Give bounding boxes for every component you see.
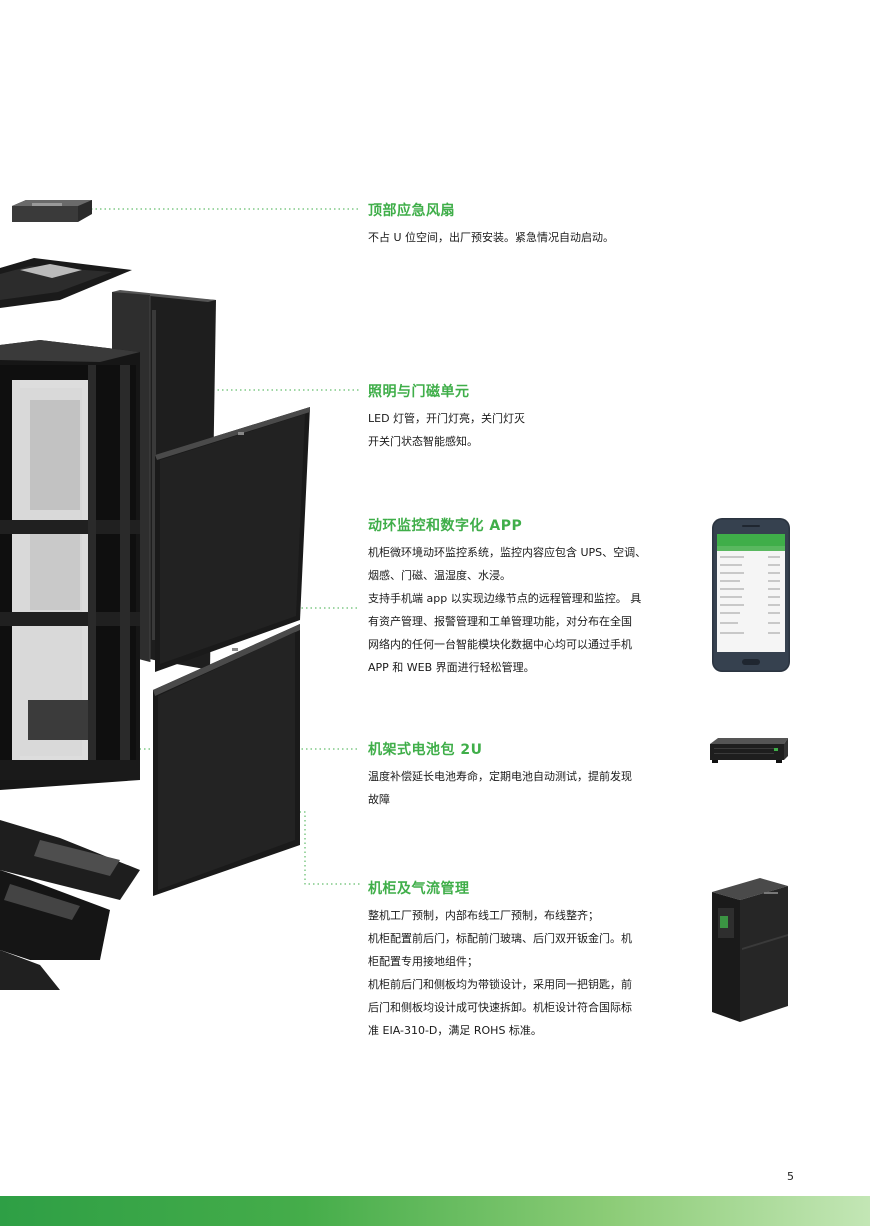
rack-battery-image [710, 738, 788, 763]
page-number: 5 [787, 1170, 794, 1183]
top-fan-unit [12, 200, 92, 222]
feature-title: 机柜及气流管理 [368, 881, 470, 897]
feature-line: APP 和 WEB 界面进行轻松管理。 [368, 661, 535, 674]
feature-lighting: 照明与门磁单元 LED 灯管，开门灯亮，关门灯灭 开关门状态智能感知。 [368, 381, 668, 453]
feature-title: 照明与门磁单元 [368, 384, 470, 400]
feature-line: 机柜微环境动环监控系统，监控内容应包含 UPS、空调、 [368, 546, 647, 559]
feature-line: 后门和侧板均设计成可快速拆卸。机柜设计符合国际标 [368, 1001, 632, 1014]
cabinet-product-image [712, 878, 788, 1022]
footer-gradient-bar [0, 1196, 870, 1226]
feature-line: LED 灯管，开门灯亮，关门灯灭 [368, 412, 526, 425]
feature-line: 准 EIA-310-D，满足 ROHS 标准。 [368, 1024, 542, 1037]
feature-title: 机架式电池包 2U [368, 742, 483, 758]
feature-line: 有资产管理、报警管理和工单管理功能，对分布在全国 [368, 615, 632, 628]
feature-line: 机柜前后门和侧板均为带锁设计，采用同一把钥匙，前 [368, 978, 632, 991]
side-panel-lower [153, 624, 300, 896]
feature-title: 动环监控和数字化 APP [368, 518, 523, 534]
smartphone-app-image [712, 518, 790, 672]
floor-panels [0, 820, 140, 990]
feature-battery: 机架式电池包 2U 温度补偿延长电池寿命，定期电池自动测试，提前发现 故障 [368, 739, 668, 811]
roof-panel [0, 258, 132, 308]
feature-line: 不占 U 位空间，出厂预安装。紧急情况自动启动。 [368, 231, 615, 244]
feature-line: 柜配置专用接地组件； [368, 955, 478, 968]
feature-line: 机柜配置前后门，标配前门玻璃、后门双开钣金门。机 [368, 932, 632, 945]
feature-line: 网络内的任何一台智能模块化数据中心均可以通过手机 [368, 638, 632, 651]
feature-airflow: 机柜及气流管理 整机工厂预制，内部布线工厂预制，布线整齐； 机柜配置前后门，标配… [368, 878, 668, 1042]
feature-title: 顶部应急风扇 [368, 203, 455, 219]
feature-line: 故障 [368, 793, 390, 806]
feature-line: 整机工厂预制，内部布线工厂预制，布线整齐； [368, 909, 599, 922]
feature-line: 支持手机端 app 以实现边缘节点的远程管理和监控。 具 [368, 592, 642, 605]
feature-line: 开关门状态智能感知。 [368, 435, 478, 448]
feature-top-fan: 顶部应急风扇 不占 U 位空间，出厂预安装。紧急情况自动启动。 [368, 200, 668, 249]
feature-line: 烟感、门磁、温湿度、水浸。 [368, 569, 511, 582]
feature-monitoring: 动环监控和数字化 APP 机柜微环境动环监控系统，监控内容应包含 UPS、空调、… [368, 515, 668, 679]
feature-line: 温度补偿延长电池寿命，定期电池自动测试，提前发现 [368, 770, 632, 783]
side-panel-upper [155, 407, 310, 672]
cabinet-frame [0, 340, 140, 790]
